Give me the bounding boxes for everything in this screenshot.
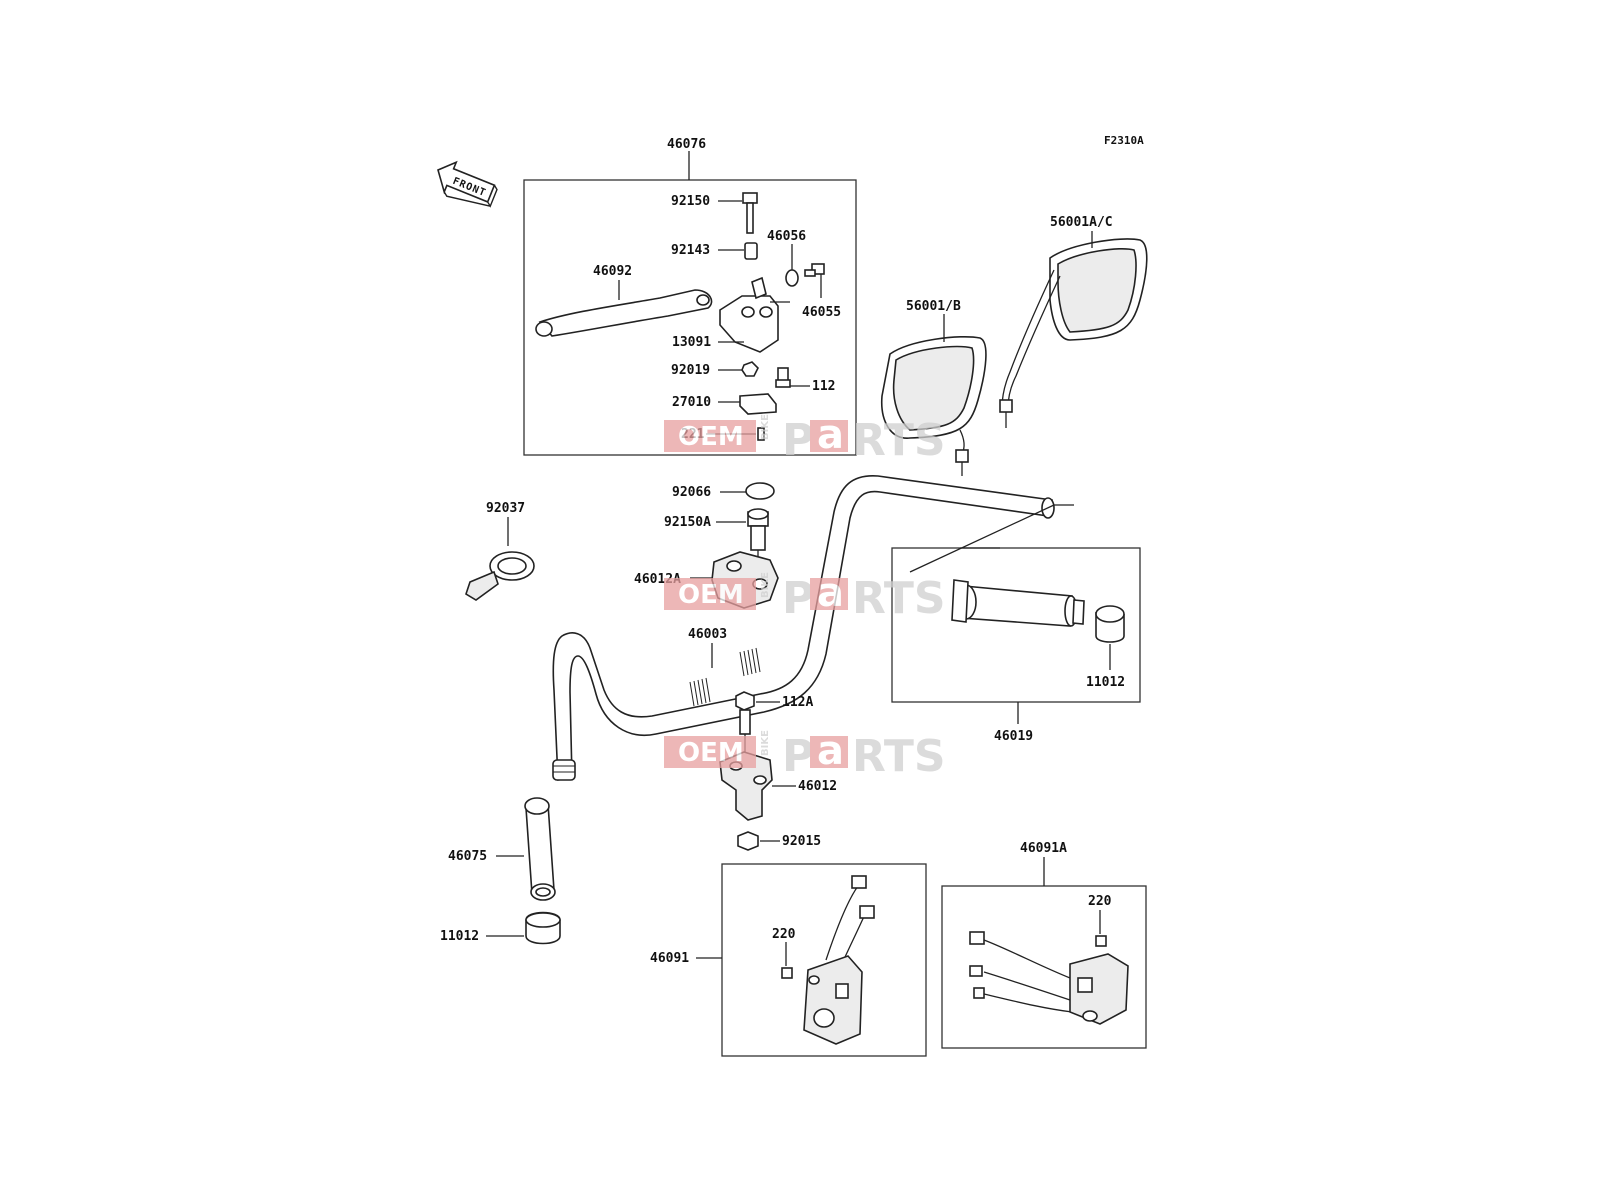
- svg-text:RTS: RTS: [852, 415, 946, 466]
- screw-221-icon: [757, 427, 765, 441]
- label-92037: 92037: [486, 501, 525, 516]
- svg-text:RTS: RTS: [852, 573, 946, 624]
- lever-46092-icon: [535, 289, 713, 337]
- bolt-92150a-icon: [747, 508, 769, 551]
- mirror-56001b-icon: [880, 335, 987, 476]
- label-46003: 46003: [688, 627, 727, 642]
- nut-46056-icon: [785, 269, 799, 287]
- label-46076: 46076: [667, 137, 706, 152]
- label-56001ac: 56001A/C: [1050, 215, 1113, 230]
- right-switch-housing-icon: [969, 931, 1129, 1025]
- mirror-56001ac-icon: [999, 238, 1148, 428]
- label-11012-right: 11012: [1086, 675, 1125, 690]
- svg-text:P: P: [782, 573, 814, 624]
- screw-112-icon: [775, 367, 791, 388]
- label-46092: 46092: [593, 264, 632, 279]
- left-switch-box: [721, 863, 927, 1057]
- label-46019: 46019: [994, 729, 1033, 744]
- label-13091: 13091: [672, 335, 711, 350]
- label-27010: 27010: [672, 395, 711, 410]
- svg-text:a: a: [817, 570, 844, 616]
- throttle-grip-icon: [951, 579, 1085, 627]
- label-11012-left: 11012: [440, 929, 479, 944]
- svg-text:P: P: [782, 415, 814, 466]
- svg-text:OEM: OEM: [678, 738, 744, 768]
- svg-text:a: a: [817, 728, 844, 774]
- label-220-left: 220: [772, 927, 796, 942]
- label-220-right: 220: [1088, 894, 1112, 909]
- handlebar-46003-icon: [552, 475, 1055, 781]
- end-cap-right-icon: [1095, 605, 1125, 643]
- screw-220-left-icon: [781, 967, 793, 979]
- clamp-92037-icon: [465, 551, 535, 601]
- label-112a: 112A: [782, 695, 813, 710]
- label-56001b: 56001/B: [906, 299, 961, 314]
- watermark-top: OEM BIKE P a RTS: [664, 412, 946, 466]
- label-46091a: 46091A: [1020, 841, 1067, 856]
- label-46091: 46091: [650, 951, 689, 966]
- screw-46055-icon: [804, 263, 825, 277]
- left-switch-housing-icon: [803, 875, 875, 1045]
- label-46075: 46075: [448, 849, 487, 864]
- label-92019: 92019: [671, 363, 710, 378]
- grip-46075-icon: [524, 797, 556, 901]
- label-92066: 92066: [672, 485, 711, 500]
- bolt-92150-icon: [742, 192, 758, 234]
- label-46056: 46056: [767, 229, 806, 244]
- label-46055: 46055: [802, 305, 841, 320]
- svg-text:OEM: OEM: [678, 580, 744, 610]
- holder-13091-icon: [719, 276, 779, 353]
- collar-92143-icon: [744, 242, 758, 260]
- lever-assembly-box: [523, 179, 857, 456]
- screw-220-right-icon: [1095, 935, 1107, 947]
- bolt-112a-icon: [735, 691, 755, 735]
- end-cap-left-icon: [525, 911, 561, 945]
- label-92150a: 92150A: [664, 515, 711, 530]
- front-arrow-icon: FRONT: [437, 160, 498, 208]
- svg-text:BIKE: BIKE: [760, 572, 771, 598]
- label-112: 112: [812, 379, 835, 394]
- svg-text:BIKE: BIKE: [760, 414, 771, 440]
- svg-text:a: a: [817, 412, 844, 458]
- label-92015: 92015: [782, 834, 821, 849]
- watermark-middle: OEM BIKE P a RTS: [664, 570, 946, 624]
- nut-92015-icon: [737, 831, 759, 851]
- svg-text:RTS: RTS: [852, 731, 946, 782]
- label-92143: 92143: [671, 243, 710, 258]
- watermark-bottom: OEM BIKE P a RTS: [664, 728, 946, 782]
- label-46012: 46012: [798, 779, 837, 794]
- switch-27010-icon: [739, 393, 777, 415]
- throttle-grip-box: [891, 547, 1141, 703]
- cap-92066-icon: [745, 482, 775, 500]
- svg-text:BIKE: BIKE: [760, 730, 771, 756]
- svg-text:OEM: OEM: [678, 422, 744, 452]
- label-92150: 92150: [671, 194, 710, 209]
- diagram-code: F2310A: [1104, 134, 1144, 147]
- svg-text:P: P: [782, 731, 814, 782]
- nut-92019-icon: [741, 361, 759, 377]
